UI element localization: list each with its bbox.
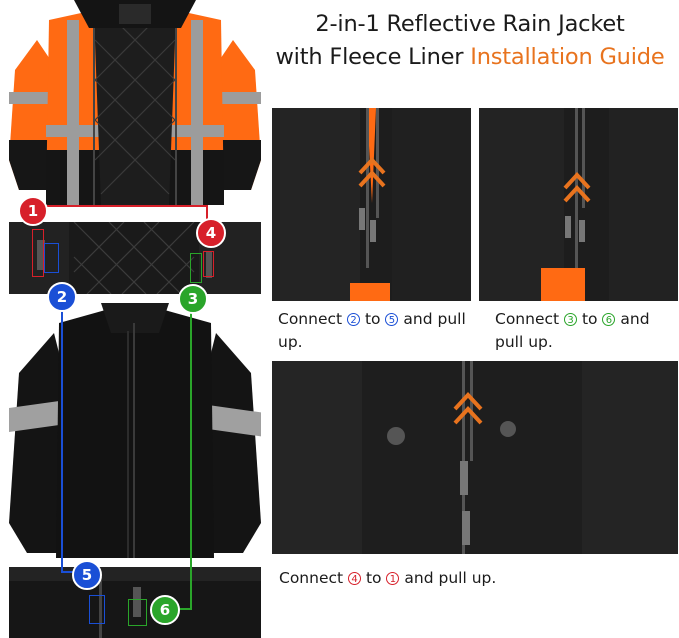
callout-1: 1 <box>18 196 48 226</box>
callout-line-red <box>30 205 208 223</box>
marker-box-red-left <box>32 229 44 277</box>
step-b-to-number: 6 <box>602 313 616 326</box>
step-b-photo <box>479 108 678 301</box>
title-line-2: with Fleece Liner Installation Guide <box>275 44 665 70</box>
rain-jacket-photo <box>9 0 261 215</box>
fleece-liner-photo <box>9 303 261 560</box>
step-b-caption: Connect 3 to 6 and pull up. <box>495 310 650 351</box>
callout-4: 4 <box>196 218 226 248</box>
marker-box-green-bottom <box>128 599 147 626</box>
marker-box-blue-bottom <box>89 595 105 624</box>
marker-box-green <box>190 253 202 283</box>
title-line-1: 2-in-1 Reflective Rain Jacket <box>315 11 625 37</box>
step-c-caption: Connect 4 to 1 and pull up. <box>279 569 497 587</box>
step-a-to-number: 5 <box>385 313 399 326</box>
callout-5: 5 <box>72 560 102 590</box>
callout-2: 2 <box>47 282 77 312</box>
page-title: 2-in-1 Reflective Rain Jacket with Fleec… <box>270 8 670 74</box>
marker-box-blue <box>44 243 59 273</box>
step-c-photo <box>272 361 678 554</box>
step-c-to-number: 1 <box>386 572 400 585</box>
step-a-caption: Connect 2 to 5 and pull up. <box>278 310 466 351</box>
connector-line-blue <box>61 298 85 573</box>
connector-line-green <box>166 310 192 610</box>
step-b-from-number: 3 <box>564 313 578 326</box>
callout-3: 3 <box>178 284 208 314</box>
step-a-photo <box>272 108 471 301</box>
fleece-zipper-detail-photo <box>9 567 261 638</box>
callout-6: 6 <box>150 595 180 625</box>
title-accent: Installation Guide <box>470 44 665 70</box>
marker-box-red-right <box>203 251 214 277</box>
step-c-from-number: 4 <box>348 572 362 585</box>
step-a-from-number: 2 <box>347 313 361 326</box>
